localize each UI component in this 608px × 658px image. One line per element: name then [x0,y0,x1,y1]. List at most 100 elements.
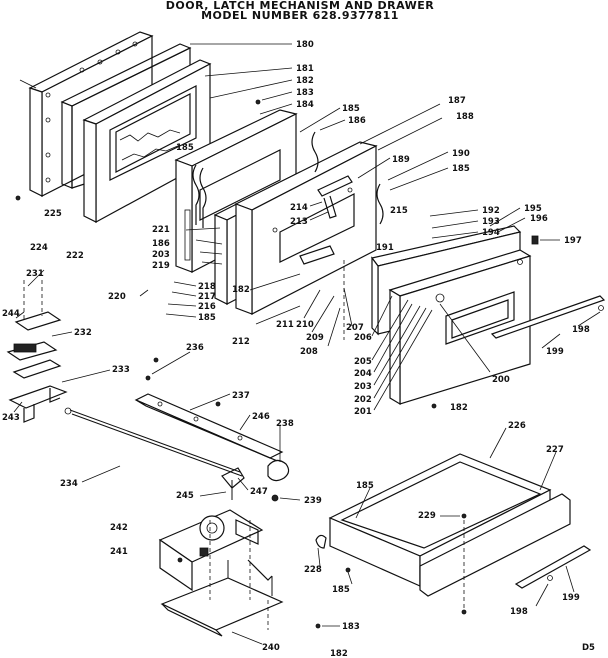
callout-205: 205 [354,357,372,367]
callout-184: 184 [296,100,314,110]
clip-part-197 [531,235,539,245]
callout-186-b: 186 [152,239,170,249]
callout-219: 219 [152,261,170,271]
callout-234: 234 [60,479,78,489]
callout-232: 232 [74,328,92,338]
callout-233: 233 [112,365,130,375]
callout-207: 207 [346,323,364,333]
latch-lever [221,467,245,500]
callout-185-d: 185 [198,313,216,323]
callout-182-c: 182 [450,403,468,413]
latch-handle-knob [267,459,290,482]
latch-bracket-plate [134,393,284,463]
callout-199: 199 [546,347,564,357]
callout-243: 243 [2,413,20,423]
callout-238: 238 [276,419,294,429]
callout-181: 181 [296,64,314,74]
callout-203-b: 203 [354,382,372,392]
callout-188: 188 [456,112,474,122]
callout-227: 227 [546,445,564,455]
door-latch-bracket [299,175,353,265]
callout-194: 194 [482,228,500,238]
screw-fasteners [15,99,467,629]
door-window-panel [82,59,212,224]
callout-241: 241 [110,547,128,557]
callout-192: 192 [482,206,500,216]
callout-191: 191 [376,243,394,253]
callout-228: 228 [304,565,322,575]
callout-245: 245 [176,491,194,501]
callout-190: 190 [452,149,470,159]
callout-237: 237 [232,391,250,401]
callout-209: 209 [306,333,324,343]
callout-187: 187 [448,96,466,106]
callout-185-b: 185 [452,164,470,174]
callout-186: 186 [348,116,366,126]
callout-203-a: 203 [152,250,170,260]
callout-218: 218 [198,282,216,292]
assembly-guide-lines [23,260,465,610]
latch-rod [64,407,243,477]
callout-244: 244 [2,309,20,319]
trim-strip-lower [514,545,592,589]
callout-183-b: 183 [342,622,360,632]
callout-240: 240 [262,643,280,653]
latch-base-bracket [160,560,284,637]
callout-242: 242 [110,523,128,533]
callout-231: 231 [26,269,44,279]
callout-247: 247 [250,487,268,497]
latch-switch-assembly [6,311,68,423]
callout-201: 201 [354,407,372,417]
callout-198-b: 198 [510,607,528,617]
callout-199-b: 199 [562,593,580,603]
callout-217: 217 [198,292,216,302]
callout-211: 211 [276,320,294,330]
callout-198: 198 [572,325,590,335]
callout-222: 222 [66,251,84,261]
callout-206: 206 [354,333,372,343]
diagram-title: DOOR, LATCH MECHANISM AND DRAWER [165,0,435,12]
callout-196: 196 [530,214,548,224]
callout-183: 183 [296,88,314,98]
callout-185-c: 185 [176,143,194,153]
callout-labels: 180 181 182 183 184 185 186 187 188 189 … [2,40,595,658]
storage-drawer [315,453,571,597]
callout-216: 216 [198,302,216,312]
callout-220: 220 [108,292,126,302]
callout-202: 202 [354,395,372,405]
callout-185: 185 [342,104,360,114]
callout-215: 215 [390,206,408,216]
callout-204: 204 [354,369,372,379]
callout-210: 210 [296,320,314,330]
callout-195: 195 [524,204,542,214]
callout-236: 236 [186,343,204,353]
callout-200: 200 [492,375,510,385]
door-hinge-left [192,131,384,228]
callout-182-b: 182 [232,285,250,295]
page-code: D5 [582,643,595,653]
callout-197: 197 [564,236,582,246]
diagram-model-number: MODEL NUMBER 628.9377811 [201,9,399,22]
callout-246: 246 [252,412,270,422]
callout-193: 193 [482,217,500,227]
callout-239: 239 [304,496,322,506]
callout-214: 214 [290,203,308,213]
callout-208: 208 [300,347,318,357]
trim-strip-upper [490,295,606,339]
callout-221: 221 [152,225,170,235]
callout-225: 225 [44,209,62,219]
callout-229: 229 [418,511,436,521]
callout-180: 180 [296,40,314,50]
callout-leader-lines [13,43,601,645]
callout-185-f: 185 [332,585,350,595]
callout-213: 213 [290,217,308,227]
callout-182-d: 182 [330,649,348,658]
callout-185-e: 185 [356,481,374,491]
callout-226: 226 [508,421,526,431]
callout-189: 189 [392,155,410,165]
inner-door-panel [234,141,378,315]
callout-182: 182 [296,76,314,86]
callout-212: 212 [232,337,250,347]
callout-224: 224 [30,243,48,253]
